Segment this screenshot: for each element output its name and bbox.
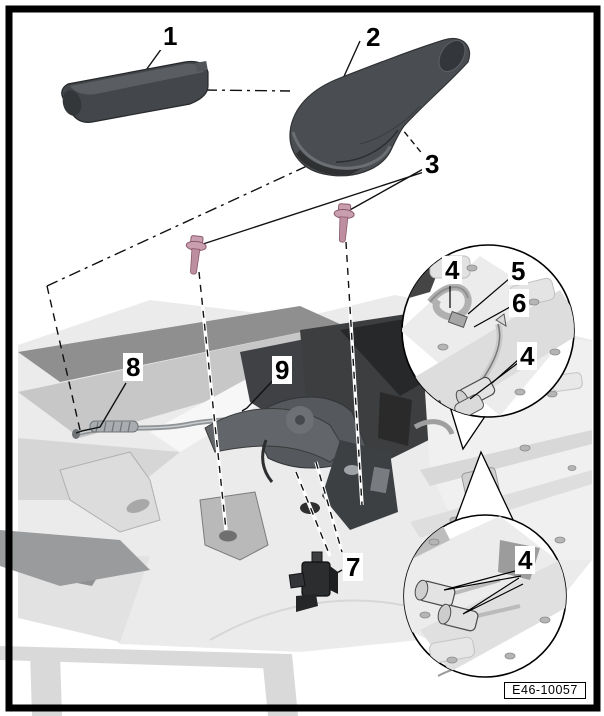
- leader-lines: [46, 40, 426, 578]
- callout-7: 7: [343, 553, 364, 581]
- circle-upper-leaders: [449, 277, 519, 400]
- callout-3: 3: [422, 150, 443, 178]
- callout-2: 2: [363, 23, 384, 51]
- callout-9: 9: [272, 356, 293, 384]
- callout-4-upper-right: 4: [517, 342, 538, 370]
- figure-reference-code: E46-10057: [504, 682, 586, 699]
- callout-4-lower: 4: [515, 546, 536, 574]
- detail-circle-upper: [401, 244, 575, 418]
- part-2-boot: [289, 37, 471, 177]
- screw-2-icon: [333, 203, 355, 243]
- screw-1-icon: [185, 235, 207, 275]
- figure-frame: [5, 5, 601, 712]
- callout-1: 1: [160, 22, 181, 50]
- part-1-handle: [61, 60, 209, 123]
- callout-8: 8: [123, 353, 144, 381]
- background-corner-shape: [0, 646, 298, 716]
- callout-5: 5: [508, 257, 529, 285]
- callout-4-upper-left: 4: [442, 256, 463, 284]
- circle-lower-leaders: [443, 569, 524, 615]
- callout-6: 6: [509, 289, 530, 317]
- switch-7: [288, 551, 338, 612]
